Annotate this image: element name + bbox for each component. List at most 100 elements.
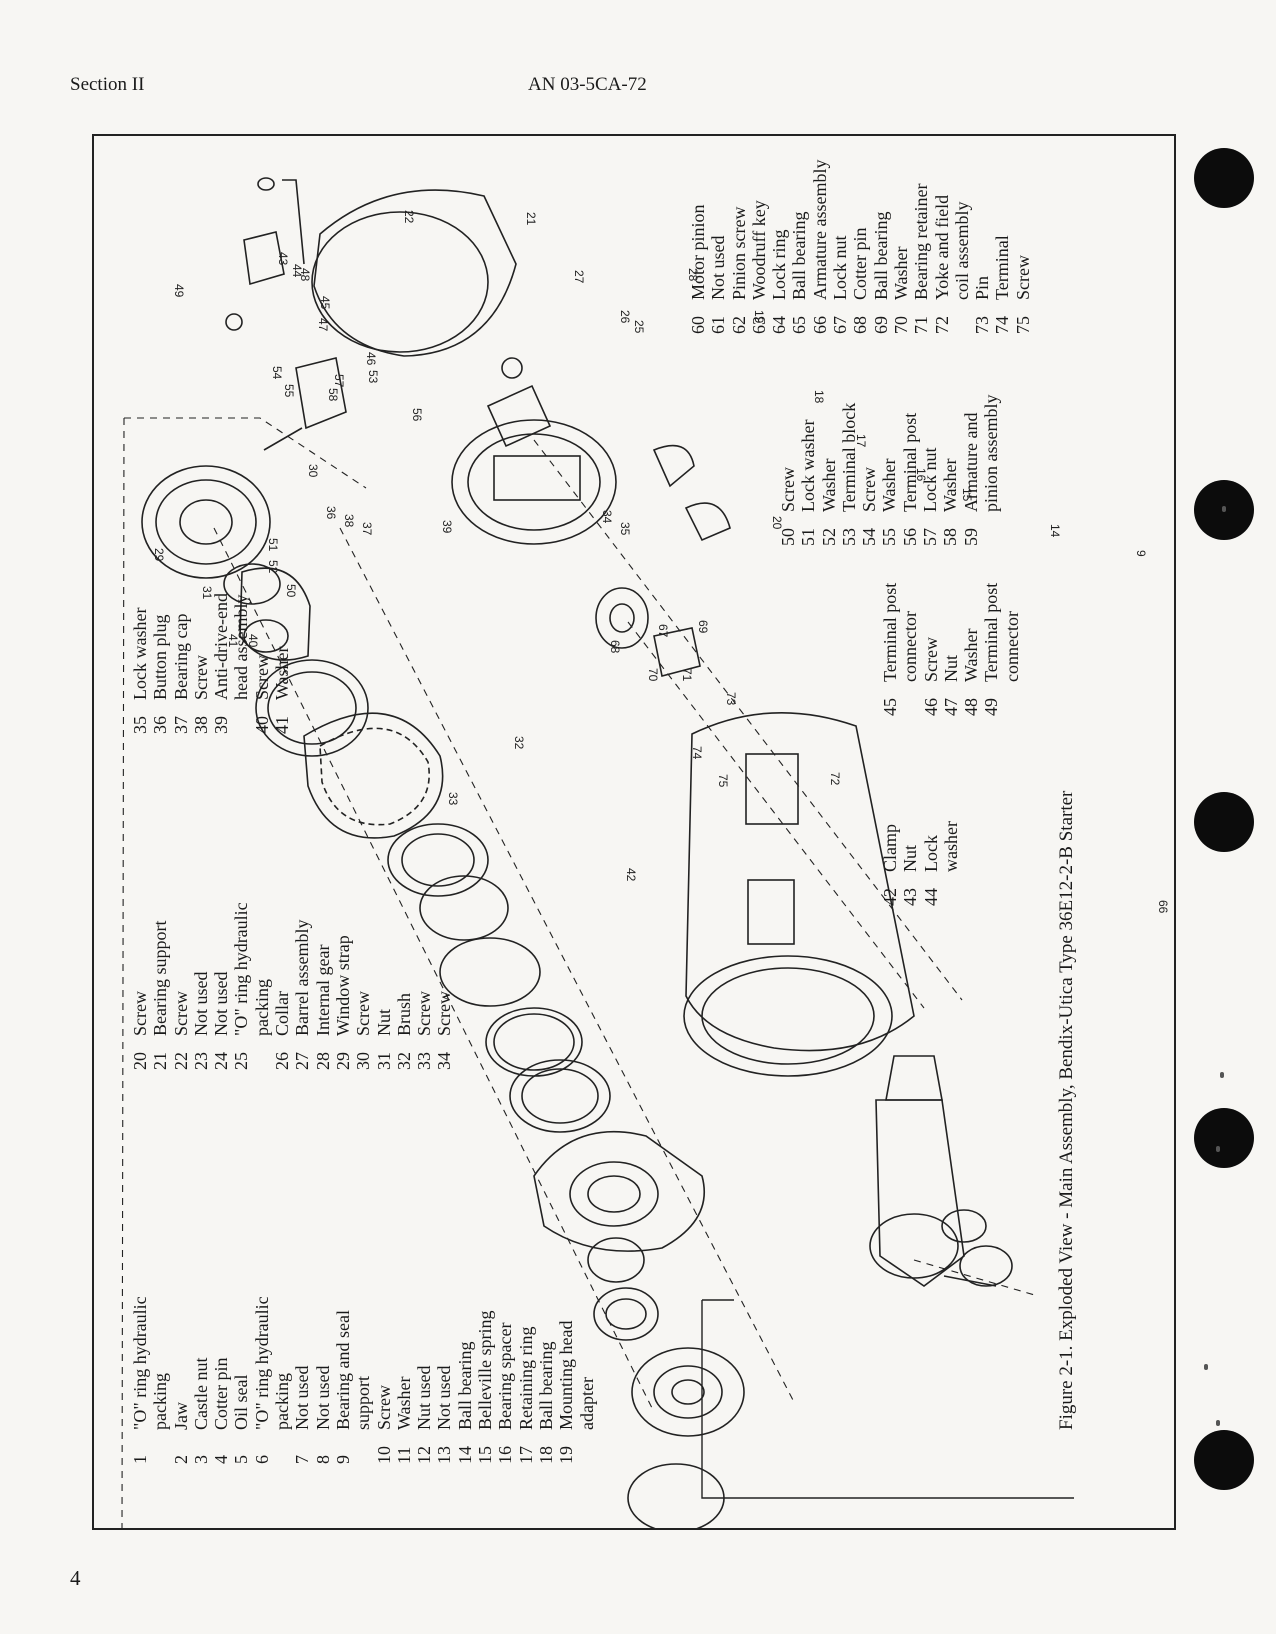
- legend-item-number: 14: [454, 1446, 475, 1464]
- legend-item-number: 71: [911, 316, 932, 334]
- legend-item-text: Screw: [353, 991, 374, 1036]
- legend-item-text: Washer: [393, 1376, 414, 1430]
- legend-item-number: [900, 682, 920, 716]
- legend-item-number: 44: [920, 888, 941, 906]
- legend-item-text: Jaw: [170, 1402, 191, 1430]
- legend-item-text: Bearing spacer: [495, 1322, 516, 1430]
- legend-item-number: 35: [130, 716, 150, 734]
- legend-item-number: 1: [130, 1455, 150, 1464]
- callout-number: 31: [200, 586, 214, 600]
- legend-row: packing: [252, 902, 272, 1070]
- legend-item-text: Pinion screw: [728, 206, 749, 301]
- callout-number: 38: [342, 514, 356, 528]
- callout-number: 57: [332, 374, 346, 388]
- legend-item-text: Screw: [190, 655, 211, 700]
- legend-item-number: 3: [190, 1455, 211, 1464]
- callout-number: 20: [770, 516, 784, 530]
- callout-number: 51: [266, 538, 280, 552]
- legend-item-number: 6: [251, 1455, 272, 1464]
- legend-item-number: 19: [556, 1446, 577, 1464]
- legend-item-number: 57: [920, 528, 941, 546]
- callout-number: 16: [914, 468, 928, 482]
- callout-number: 43: [276, 252, 290, 266]
- callout-number: 39: [440, 520, 454, 534]
- callout-number: 70: [646, 668, 660, 682]
- legend-item-text: Internal gear: [312, 944, 333, 1036]
- legend-item-text: Screw: [778, 467, 798, 512]
- legend-item-number: 59: [960, 528, 981, 546]
- legend-item-text: Screw: [130, 991, 150, 1036]
- legend-item-text: packing: [272, 1373, 293, 1430]
- callout-number: 50: [284, 584, 298, 598]
- legend-item-text: Window strap: [332, 935, 353, 1036]
- callout-number: 40: [246, 634, 260, 648]
- legend-item-number: 23: [190, 1052, 211, 1070]
- legend-item-text: Ball bearing: [870, 211, 891, 300]
- legend-item-text: "O" ring hydraulic: [251, 1296, 272, 1430]
- callout-number: 21: [524, 212, 538, 226]
- legend-item-number: 32: [393, 1052, 414, 1070]
- legend-row: packing: [272, 1296, 292, 1464]
- legend-item-number: 73: [972, 316, 993, 334]
- callout-number: 54: [270, 366, 284, 380]
- callout-number: 18: [812, 390, 826, 404]
- callout-number: 33: [446, 792, 460, 806]
- legend-item-text: washer: [940, 821, 961, 872]
- legend-item-text: Not used: [292, 1365, 313, 1431]
- legend-item-text: Cotter pin: [211, 1357, 232, 1431]
- legend-item-text: Washer: [961, 628, 982, 682]
- legend-item-number: 12: [414, 1446, 435, 1464]
- callout-number: 55: [282, 384, 296, 398]
- legend-item-number: 22: [170, 1052, 191, 1070]
- binder-hole: [1194, 1108, 1254, 1168]
- callout-number: 75: [716, 774, 730, 788]
- legend-item-text: Button plug: [150, 614, 171, 700]
- legend-item-text: pinion assembly: [980, 394, 1001, 513]
- callout-number: 69: [696, 620, 710, 634]
- legend-item-text: Mounting head: [556, 1320, 577, 1431]
- legend-row: connector: [1002, 583, 1022, 716]
- legend-item-text: Ball bearing: [535, 1341, 556, 1430]
- legend-item-number: 34: [434, 1052, 455, 1070]
- legend-item-number: 20: [130, 1052, 150, 1070]
- legend-item-text: Clamp: [880, 824, 900, 872]
- legend-item-number: 27: [292, 1052, 313, 1070]
- legend-item-number: 33: [414, 1052, 435, 1070]
- legend-item-number: 4: [211, 1455, 232, 1464]
- legend-item-number: 45: [880, 698, 900, 716]
- callout-number: 34: [600, 510, 614, 524]
- legend-item-number: 5: [231, 1455, 252, 1464]
- legend-item-number: 25: [231, 1052, 252, 1070]
- callout-number: 14: [1048, 524, 1062, 538]
- legend-item-text: Lock washer: [130, 607, 150, 700]
- legend-item-number: 75: [1012, 316, 1033, 334]
- legend-item-text: Armature assembly: [809, 159, 830, 300]
- legend-item-number: 70: [890, 316, 911, 334]
- legend-item-number: 2: [170, 1455, 191, 1464]
- legend-item-text: Terminal post: [981, 582, 1002, 682]
- legend-row: 19 Mounting head: [556, 1296, 577, 1465]
- legend-row: coil assembly: [952, 160, 972, 334]
- legend-item-number: 13: [434, 1446, 455, 1464]
- legend-item-number: 62: [728, 316, 749, 334]
- legend-item-text: Lock ring: [769, 229, 790, 300]
- binder-hole: [1194, 792, 1254, 852]
